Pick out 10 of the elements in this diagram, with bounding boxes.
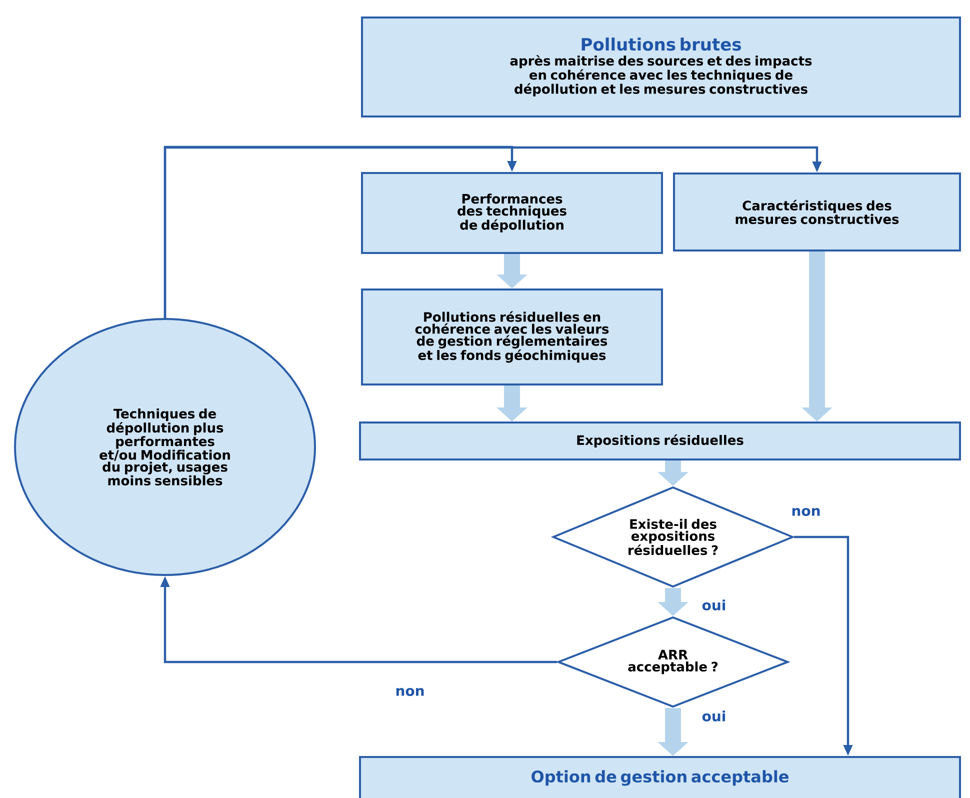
process-box: Expositions résiduelles <box>359 421 961 460</box>
process-box: Pollutions résiduelles en cohérence avec les valeurs de gestion réglementaires et les fonds géochimiques <box>361 288 663 386</box>
edge-label: non <box>394 686 426 697</box>
process-box: Caractéristiques des mesures constructives <box>673 172 961 252</box>
edge-label: oui <box>700 598 728 612</box>
edge-label: oui <box>700 710 728 722</box>
arrow <box>164 146 822 318</box>
process-box: Pollutions brutes après maitrise des sources et des impacts en cohérence avec les techniques de dépollution et les mesures constructives <box>361 16 961 118</box>
process-box: Performances des techniques de dépollution <box>361 172 663 254</box>
process-box: Option de gestion acceptable <box>359 756 961 798</box>
